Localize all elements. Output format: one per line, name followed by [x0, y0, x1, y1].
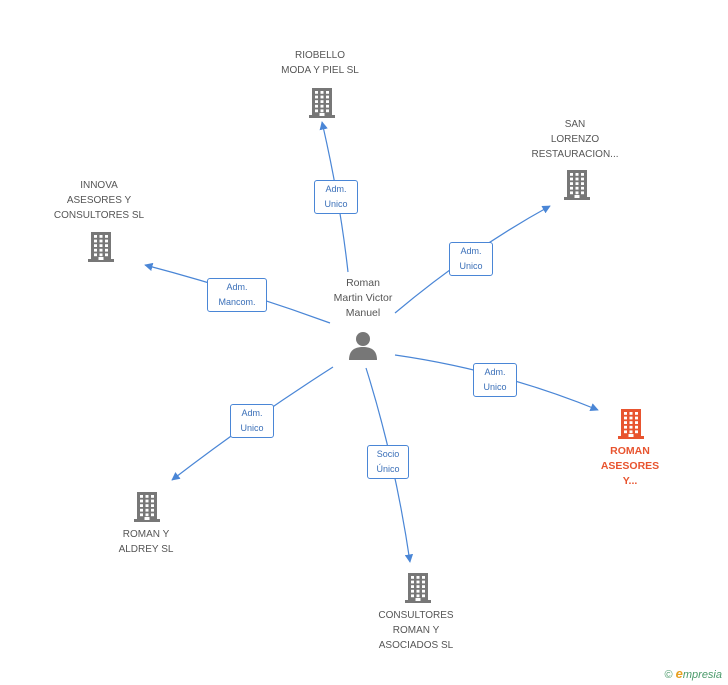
- edge-label-line: Unico: [483, 382, 507, 392]
- node-label-san-lorenzo[interactable]: SAN LORENZO RESTAURACION...: [520, 117, 630, 162]
- node-label-line: MODA Y PIEL SL: [281, 65, 359, 76]
- edge-label-line: Único: [376, 464, 400, 474]
- node-label-line: ALDREY SL: [118, 544, 174, 555]
- node-label-line: SAN: [564, 119, 586, 130]
- node-label-roman-aldrey[interactable]: ROMAN Y ALDREY SL: [96, 527, 196, 557]
- node-label-line: ROMAN Y: [392, 625, 440, 636]
- edge-label-line: Unico: [324, 199, 348, 209]
- edge-label-innova[interactable]: Adm. Mancom.: [207, 278, 267, 312]
- brand-logo-e: e: [675, 666, 683, 681]
- node-label-line: LORENZO: [550, 134, 600, 145]
- node-label-line: ROMAN Y: [122, 529, 170, 540]
- center-label-line-1: Roman: [346, 277, 380, 289]
- edge-label-line: Socio: [376, 449, 400, 459]
- node-label-riobello[interactable]: RIOBELLO MODA Y PIEL SL: [268, 48, 372, 78]
- edge-label-line: Adm.: [460, 246, 482, 256]
- node-label-line: CONSULTORES SL: [53, 210, 145, 221]
- edge-label-line: Adm.: [226, 282, 248, 292]
- node-label-line: RIOBELLO: [294, 50, 346, 61]
- edge-label-riobello[interactable]: Adm. Unico: [314, 180, 358, 214]
- node-label-consultores-roman[interactable]: CONSULTORES ROMAN Y ASOCIADOS SL: [362, 608, 470, 653]
- node-label-roman-asesores[interactable]: ROMAN ASESORES Y...: [582, 444, 678, 489]
- person-icon[interactable]: [348, 330, 378, 360]
- brand-logo-text: mpresia: [682, 669, 722, 681]
- center-person-label[interactable]: Roman Martin Victor Manuel: [318, 276, 408, 321]
- node-label-line: CONSULTORES: [378, 610, 454, 621]
- edge-label-roman-aldrey[interactable]: Adm. Unico: [230, 404, 274, 438]
- node-label-line: ASESORES: [600, 460, 660, 472]
- node-label-line: INNOVA: [80, 180, 118, 191]
- footer-brand: © empresia: [664, 666, 722, 681]
- node-label-innova[interactable]: INNOVA ASESORES Y CONSULTORES SL: [44, 178, 154, 223]
- center-label-line-3: Manuel: [345, 307, 381, 319]
- edge-label-consultores-roman[interactable]: Socio Único: [367, 445, 409, 479]
- building-icon[interactable]: [561, 166, 593, 200]
- building-icon[interactable]: [306, 84, 338, 118]
- edge-label-line: Mancom.: [218, 297, 256, 307]
- building-icon[interactable]: [131, 488, 163, 522]
- building-icon[interactable]: [615, 405, 647, 439]
- edge-label-roman-asesores[interactable]: Adm. Unico: [473, 363, 517, 397]
- node-label-line: ROMAN: [610, 445, 650, 457]
- node-label-line: RESTAURACION...: [531, 149, 619, 160]
- copyright-icon: ©: [664, 669, 673, 681]
- node-label-line: ASOCIADOS SL: [378, 640, 454, 651]
- edge-label-line: Adm.: [241, 408, 263, 418]
- building-icon[interactable]: [402, 569, 434, 603]
- edge-label-san-lorenzo[interactable]: Adm. Unico: [449, 242, 493, 276]
- building-icon[interactable]: [85, 228, 117, 262]
- edge-label-line: Adm.: [484, 367, 506, 377]
- edge-label-line: Unico: [459, 261, 483, 271]
- center-label-line-2: Martin Victor: [333, 292, 393, 304]
- node-label-line: Y...: [622, 475, 638, 487]
- edge-label-line: Unico: [240, 423, 264, 433]
- edge-label-line: Adm.: [325, 184, 347, 194]
- node-label-line: ASESORES Y: [66, 195, 132, 206]
